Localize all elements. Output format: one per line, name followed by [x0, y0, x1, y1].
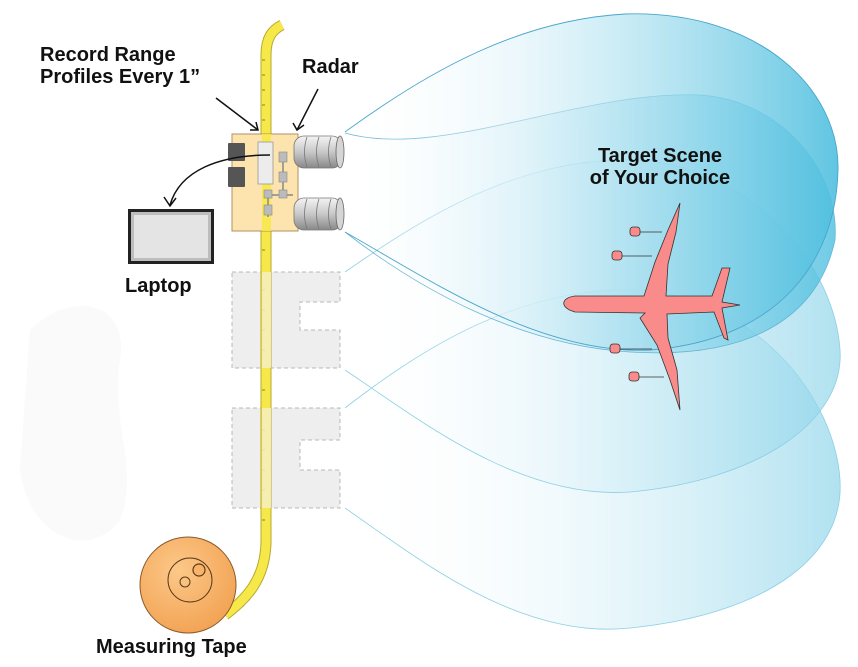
record-range-label-line1: Record Range — [40, 44, 176, 66]
measuring-tape-label: Measuring Tape — [96, 636, 247, 658]
airplane-icon — [563, 202, 741, 411]
tape-ghost-overlay-2 — [262, 408, 271, 508]
measuring-tape-icon — [139, 536, 237, 634]
tape-ghost-overlay-1 — [262, 272, 271, 368]
radar-board-icon — [228, 133, 299, 232]
ghost-radar-position-2 — [231, 407, 341, 509]
laptop-icon — [128, 209, 214, 264]
target-scene-label-line2: of Your Choice — [589, 167, 731, 189]
record-range-label: Record Range Profiles Every 1” — [40, 44, 200, 88]
beam-lobe-1 — [344, 13, 839, 351]
measuring-tape-strip — [221, 20, 285, 620]
radar-label: Radar — [302, 56, 359, 78]
record-range-label-line2: Profiles Every 1” — [40, 66, 201, 88]
background-shape — [20, 306, 128, 541]
arrowhead — [292, 122, 305, 132]
horn-antenna-icon — [293, 135, 345, 169]
target-scene-label-line1: Target Scene — [597, 145, 723, 167]
arrowhead — [250, 121, 259, 131]
horn-antenna-icon — [293, 197, 345, 231]
ghost-radar-position-1 — [231, 271, 341, 369]
target-scene-label: Target Scene of Your Choice — [560, 145, 760, 189]
arrow-radar-to-board — [296, 88, 319, 131]
annotation-arrows — [163, 88, 319, 208]
arrow-record-to-tape — [215, 97, 259, 131]
laptop-label: Laptop — [125, 275, 192, 297]
arrow-board-to-laptop — [169, 154, 271, 206]
arrowhead — [163, 196, 177, 208]
